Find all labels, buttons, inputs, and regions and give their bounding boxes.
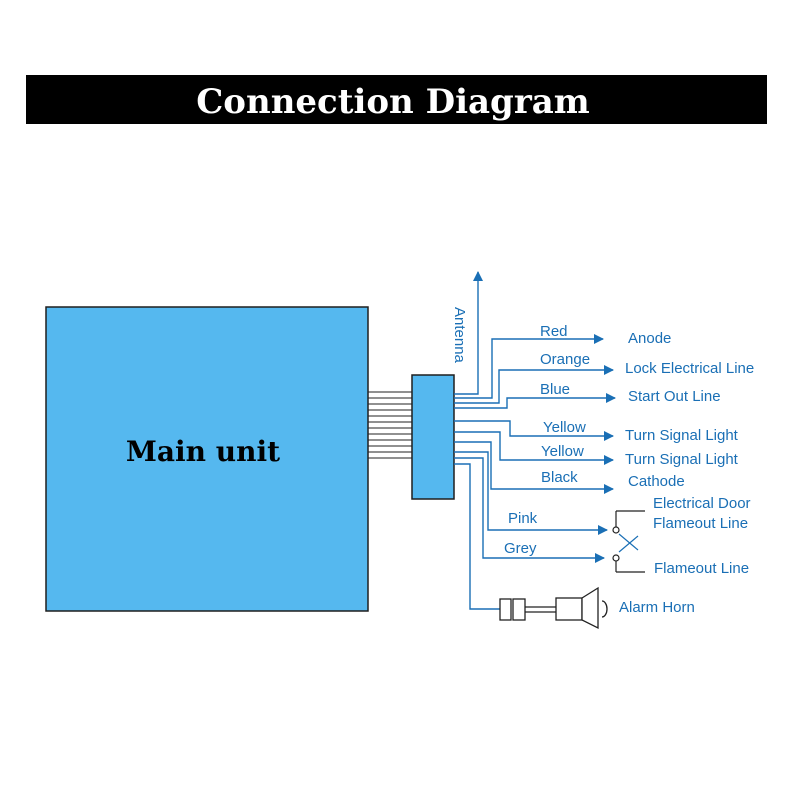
relay-switch-icon [612,510,645,573]
wire-label-orange: Orange [540,351,590,368]
title-bar [26,75,767,124]
target-label-turn-signal-2: Turn Signal Light [625,451,739,468]
diagram-title: Connection Diagram [196,82,590,122]
cable-bundle [368,391,412,459]
wire-label-blue: Blue [540,381,570,398]
wire-label-pink: Pink [508,510,538,527]
alarm-horn-label: Alarm Horn [619,599,695,616]
wire-orange [454,365,614,404]
antenna-wire [454,271,483,395]
target-label-lock-electrical-line: Lock Electrical Line [625,360,754,377]
wire-label-black: Black [541,469,578,486]
target-label-turn-signal-1: Turn Signal Light [625,427,739,444]
wire-blue [454,393,616,409]
wire-label-red: Red [540,323,568,340]
antenna-label: Antenna [451,307,468,364]
alarm-horn-icon [555,586,608,630]
wire-yellow-1 [454,420,614,441]
wire-horn [454,463,500,610]
target-label-start-out-line: Start Out Line [628,388,721,405]
fuse-connector-icon [499,598,526,621]
wire-yellow-2 [454,431,614,465]
main-unit-box [45,306,369,612]
target-label-door-line-2: Flameout Line [653,515,748,532]
wire-grey [454,457,605,563]
target-label-anode: Anode [628,330,671,347]
wire-label-yellow-1: Yellow [543,419,586,436]
wire-pink [454,451,608,535]
target-label-flameout-line: Flameout Line [654,560,749,577]
target-label-cathode: Cathode [628,473,685,490]
wire-black [454,441,614,494]
main-unit-label: Main unit [126,435,280,468]
wire-label-yellow-2: Yellow [541,443,584,460]
connector-block [411,374,455,500]
wire-red [454,334,604,399]
target-label-door-line-1: Electrical Door [653,495,751,512]
wire-label-grey: Grey [504,540,537,557]
